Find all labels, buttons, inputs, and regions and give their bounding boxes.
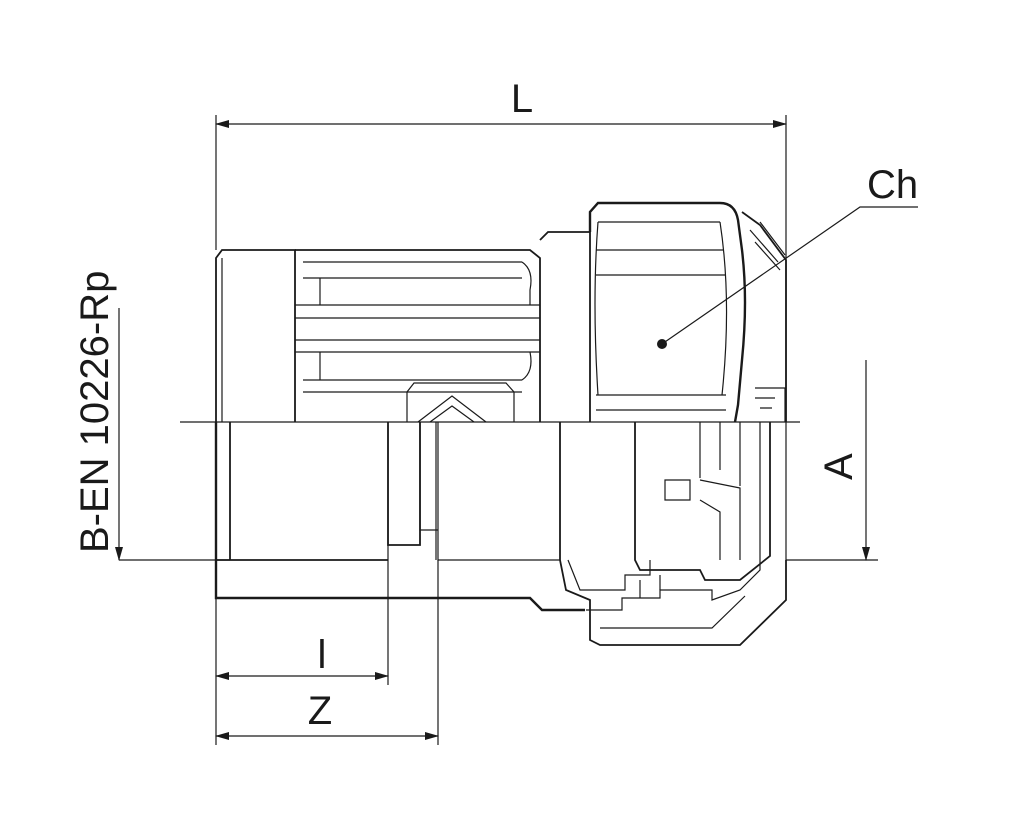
dimension-thread: B-EN 10226-Rp (73, 271, 230, 561)
fitting-external-view (215, 201, 787, 423)
dimension-a: A (786, 360, 878, 561)
logo-plate (406, 382, 515, 422)
dimension-ch: Ch (657, 163, 918, 349)
collar (539, 231, 591, 422)
dimension-z: Z (215, 560, 439, 745)
label-l-small: l (318, 633, 327, 677)
dimension-l: L (215, 77, 787, 560)
fitting-section-view (214, 422, 787, 646)
bore-step (387, 422, 421, 546)
dimension-l-small: l (215, 425, 389, 745)
body-middle-section (295, 249, 541, 422)
body-hex-section (215, 249, 296, 422)
logo-mark (417, 395, 487, 423)
seal (567, 559, 651, 591)
label-ch: Ch (867, 163, 918, 207)
nut-outline (588, 201, 747, 423)
section-outer-contour (214, 422, 585, 612)
label-l: L (511, 77, 533, 121)
label-a: A (817, 453, 861, 480)
nut-section (559, 422, 787, 646)
leader-dot (657, 339, 667, 349)
grip-teeth (664, 479, 741, 560)
label-z: Z (308, 689, 332, 733)
leader-line (661, 206, 918, 345)
end-cap (741, 211, 787, 422)
label-thread-standard: B-EN 10226-Rp (73, 271, 117, 553)
grip-ring (634, 422, 771, 581)
